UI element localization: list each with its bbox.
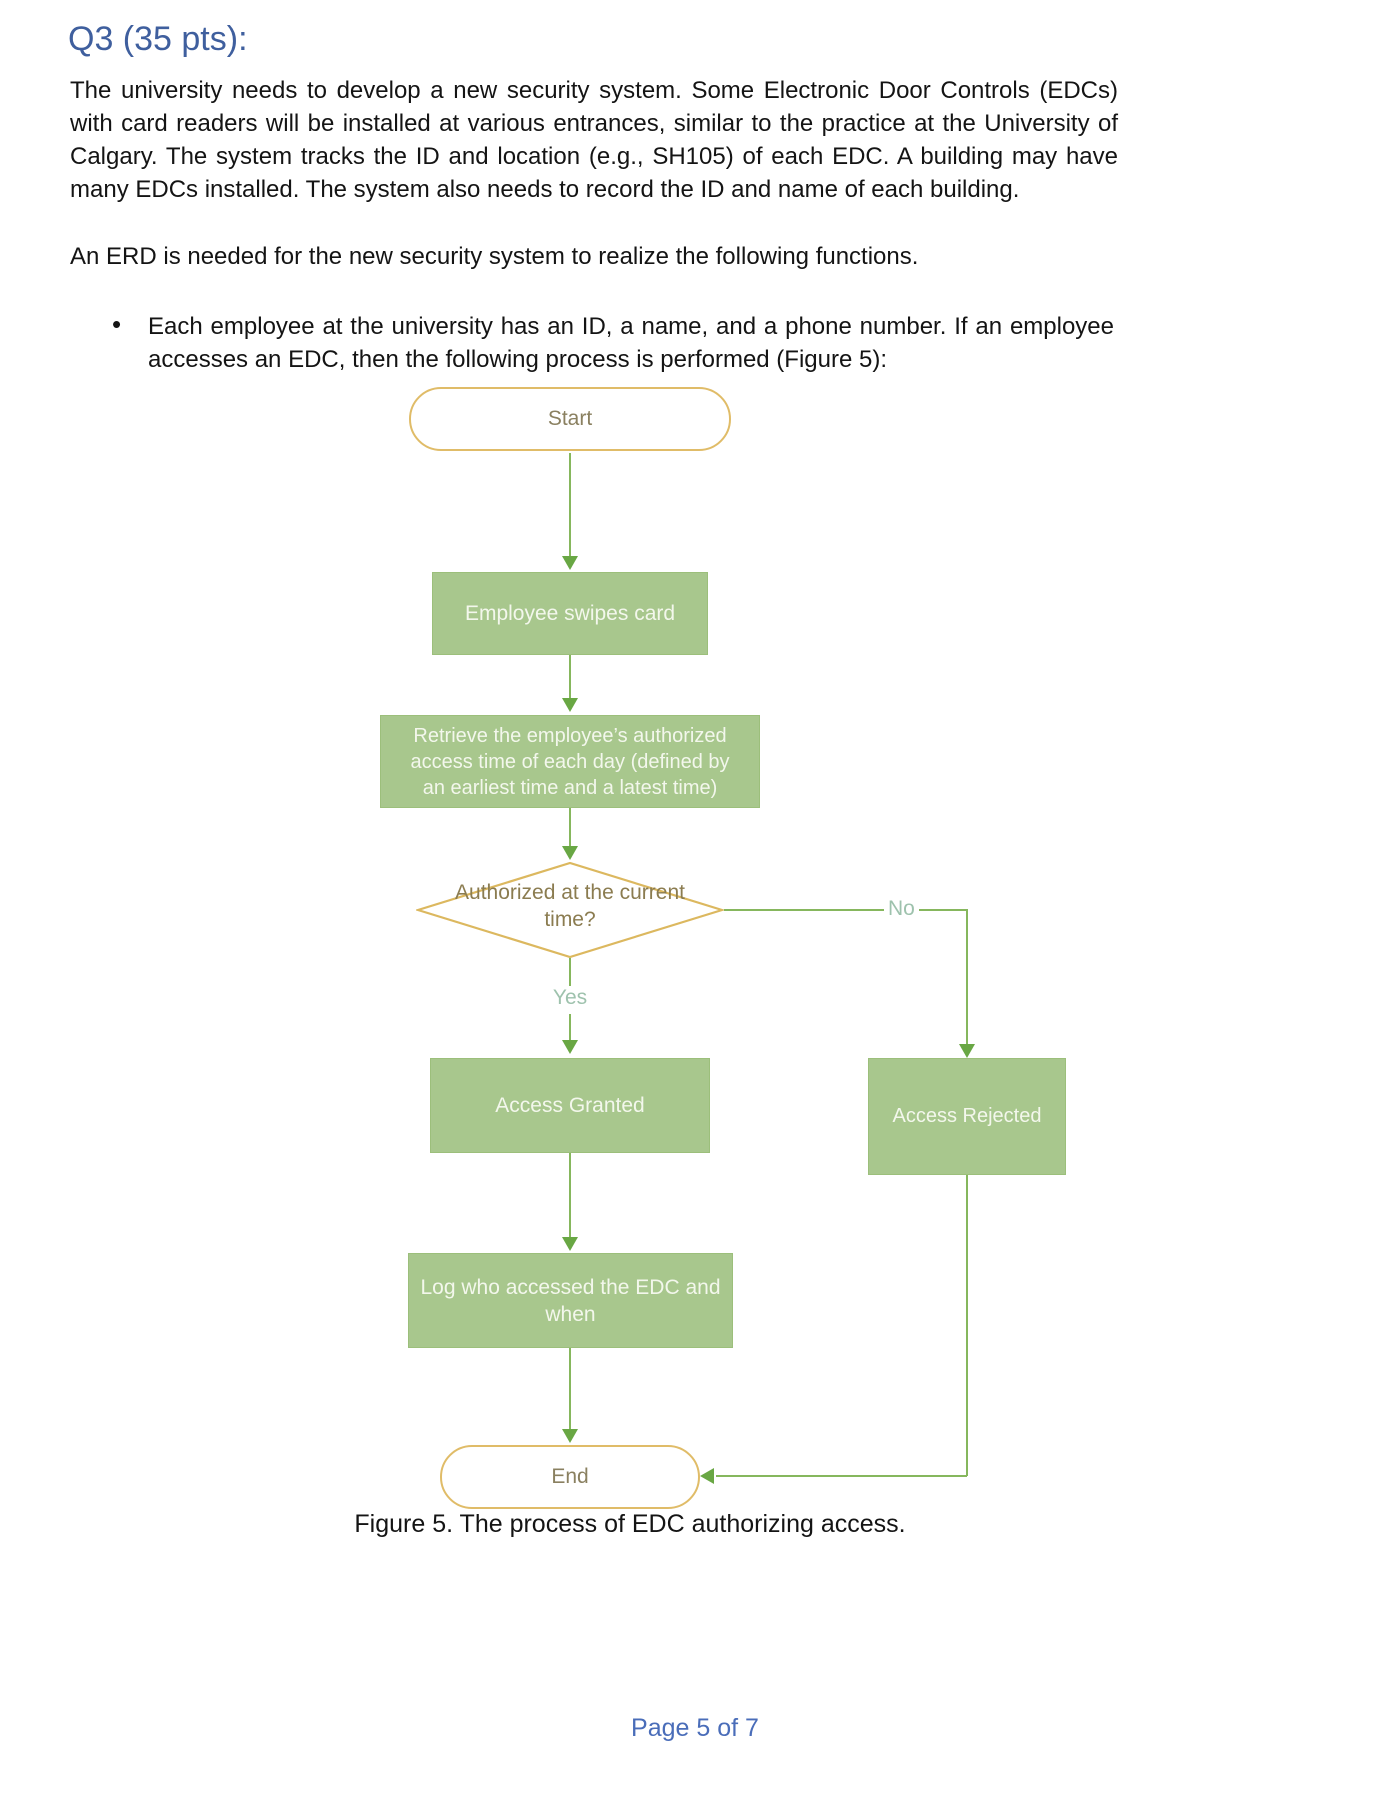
connector-yes-to-granted bbox=[569, 1014, 571, 1040]
decision-diamond-shape bbox=[416, 862, 724, 958]
connector-rejected-vertical bbox=[966, 1175, 968, 1476]
yes-branch-label: Yes bbox=[540, 986, 600, 1010]
arrow-down-icon bbox=[959, 1044, 975, 1058]
erd-sentence: An ERD is needed for the new security sy… bbox=[70, 243, 919, 270]
flowchart-retrieve-node: Retrieve the employee’s authorized acces… bbox=[380, 715, 760, 808]
flowchart-rejected-node: Access Rejected bbox=[868, 1058, 1066, 1175]
arrow-down-icon bbox=[562, 846, 578, 860]
diamond-outline bbox=[416, 862, 724, 958]
connector-start-to-swipe bbox=[569, 453, 571, 556]
arrow-down-icon bbox=[562, 1040, 578, 1054]
arrow-left-icon bbox=[700, 1468, 714, 1484]
connector-decision-to-yes bbox=[569, 958, 571, 986]
figure-caption: Figure 5. The process of EDC authorizing… bbox=[354, 1510, 906, 1538]
flowchart-granted-node: Access Granted bbox=[430, 1058, 710, 1153]
arrow-down-icon bbox=[562, 698, 578, 712]
bullet-item-text: Each employee at the university has an I… bbox=[148, 313, 1114, 373]
connector-no-horizontal bbox=[724, 909, 968, 911]
flowchart-end-node: End bbox=[440, 1445, 700, 1509]
bullet-marker: • bbox=[112, 309, 122, 339]
connector-granted-to-log bbox=[569, 1153, 571, 1237]
page-number: Page 5 of 7 bbox=[631, 1714, 759, 1742]
connector-rejected-to-end bbox=[716, 1475, 967, 1477]
connector-retrieve-to-decision bbox=[569, 808, 571, 846]
arrow-down-icon bbox=[562, 556, 578, 570]
arrow-down-icon bbox=[562, 1237, 578, 1251]
connector-log-to-end bbox=[569, 1348, 571, 1429]
question-title: Q3 (35 pts): bbox=[68, 20, 248, 58]
connector-no-vertical bbox=[966, 910, 968, 1044]
flowchart-log-node: Log who accessed the EDC and when bbox=[408, 1253, 733, 1348]
no-branch-label: No bbox=[884, 897, 919, 921]
flowchart-decision-text: Authorized at the current time? bbox=[455, 881, 685, 931]
arrow-down-icon bbox=[562, 1429, 578, 1443]
intro-paragraph: The university needs to develop a new se… bbox=[70, 77, 1118, 203]
flowchart-swipe-node: Employee swipes card bbox=[432, 572, 708, 655]
connector-swipe-to-retrieve bbox=[569, 655, 571, 698]
flowchart-start-node: Start bbox=[409, 387, 731, 451]
